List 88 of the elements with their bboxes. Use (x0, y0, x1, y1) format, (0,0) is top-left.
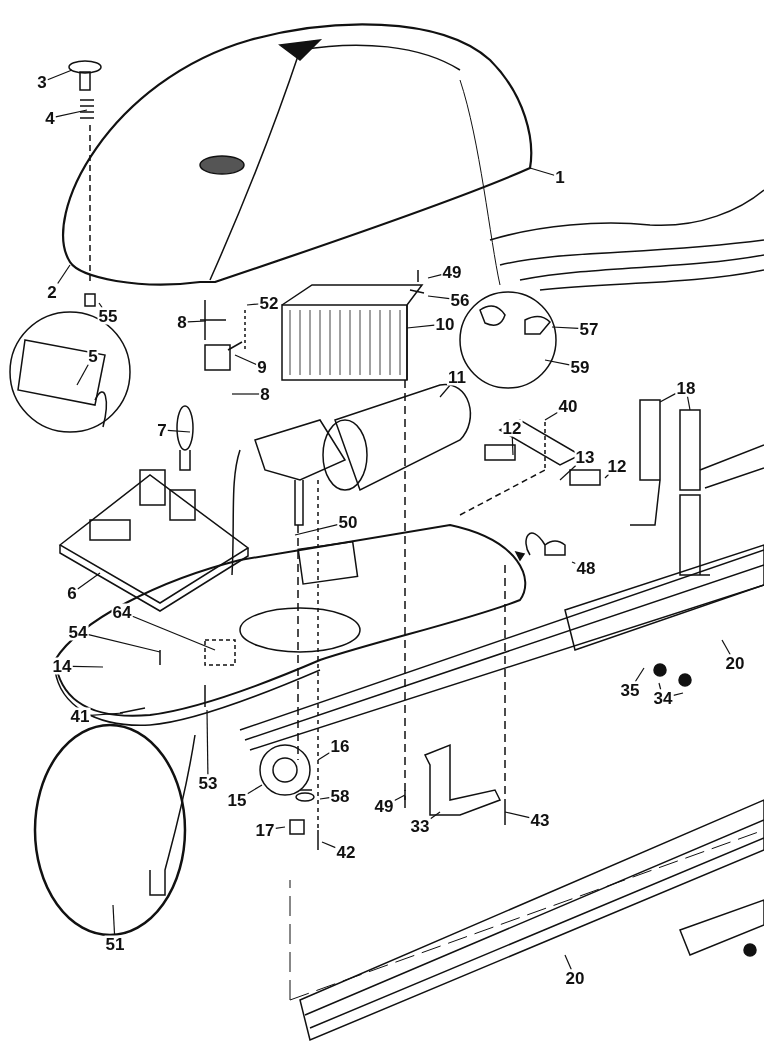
leader-line (559, 464, 577, 481)
leader-line (71, 665, 104, 668)
callout-number: 8 (259, 385, 271, 403)
callout-number: 20 (724, 654, 746, 672)
leader-line (427, 274, 443, 279)
leader-line (686, 395, 691, 411)
callout-number: 9 (256, 358, 268, 376)
callout-number: 12 (606, 457, 628, 475)
leader-line (167, 429, 191, 433)
callout-number: 12 (501, 419, 523, 437)
callout-number: 56 (449, 291, 471, 309)
callout-number: 16 (329, 737, 351, 755)
leader-line (246, 303, 260, 306)
callout-number: 3 (36, 73, 48, 91)
callout-number: 11 (447, 368, 467, 386)
callout-number: 57 (578, 320, 600, 338)
leader-line (317, 752, 331, 761)
callout-number: 54 (67, 623, 89, 641)
callout-number: 14 (51, 657, 73, 675)
leader-line (98, 302, 103, 309)
leader-line (529, 167, 555, 176)
leader-line (55, 109, 88, 118)
leader-line (406, 324, 436, 329)
callout-number: 34 (652, 689, 674, 707)
leader-line (511, 435, 514, 456)
callout-number: 17 (254, 821, 276, 839)
callout-number: 10 (434, 315, 456, 333)
callout-number: 64 (111, 603, 133, 621)
callout-number: 58 (329, 787, 351, 805)
leader-line (76, 363, 89, 386)
leader-line (427, 295, 451, 300)
callout-number: 35 (619, 681, 641, 699)
leader-line (77, 572, 101, 590)
callout-number: 2 (46, 283, 58, 301)
callout-number: 42 (335, 843, 357, 861)
leader-line (721, 639, 731, 656)
leader-line (439, 384, 451, 398)
leader-line (87, 634, 161, 653)
leader-line (131, 615, 216, 651)
callout-number: 8 (176, 313, 188, 331)
callout-number: 33 (409, 817, 431, 835)
leader-line (234, 354, 257, 366)
leader-line (112, 904, 116, 937)
callout-number: 49 (373, 797, 395, 815)
leader-line (231, 393, 260, 395)
leader-line (321, 841, 337, 849)
callout-number: 18 (675, 379, 697, 397)
leader-line (634, 667, 645, 683)
callout-number: 52 (258, 294, 280, 312)
leader-line (393, 794, 406, 802)
leader-line (544, 359, 571, 366)
callout-number: 53 (197, 774, 219, 792)
leader-line (429, 811, 441, 820)
callout-number: 43 (529, 811, 551, 829)
leader-line (672, 692, 684, 696)
leader-line (564, 954, 572, 971)
leader-line (658, 682, 662, 691)
callout-number: 55 (97, 307, 119, 325)
callout-number: 49 (441, 263, 463, 281)
callout-number: 59 (569, 358, 591, 376)
callout-number: 15 (226, 791, 248, 809)
leader-line (571, 561, 577, 565)
leader-line (659, 393, 677, 403)
callout-number: 1 (554, 168, 566, 186)
leader-line (319, 797, 331, 800)
leader-line (206, 709, 209, 776)
leader-line (187, 320, 207, 323)
callout-number: 41 (69, 707, 91, 725)
leader-line (89, 712, 124, 716)
leader-line (551, 326, 580, 329)
leader-line (274, 826, 286, 829)
callout-number: 51 (104, 935, 126, 953)
callout-number: 40 (557, 397, 579, 415)
callout-number: 5 (87, 347, 99, 365)
leader-line (246, 784, 263, 795)
leader-line (604, 473, 610, 479)
callout-number: 20 (564, 969, 586, 987)
leader-line (57, 264, 71, 285)
callout-number: 13 (574, 448, 596, 466)
callout-number: 4 (44, 109, 56, 127)
callout-number: 7 (156, 421, 168, 439)
leader-line (294, 524, 339, 536)
callout-number: 6 (66, 584, 78, 602)
leader-line (47, 69, 73, 81)
callout-number: 48 (575, 559, 597, 577)
leader-line (504, 811, 531, 819)
callout-number: 50 (337, 513, 359, 531)
leader-line (544, 411, 559, 421)
